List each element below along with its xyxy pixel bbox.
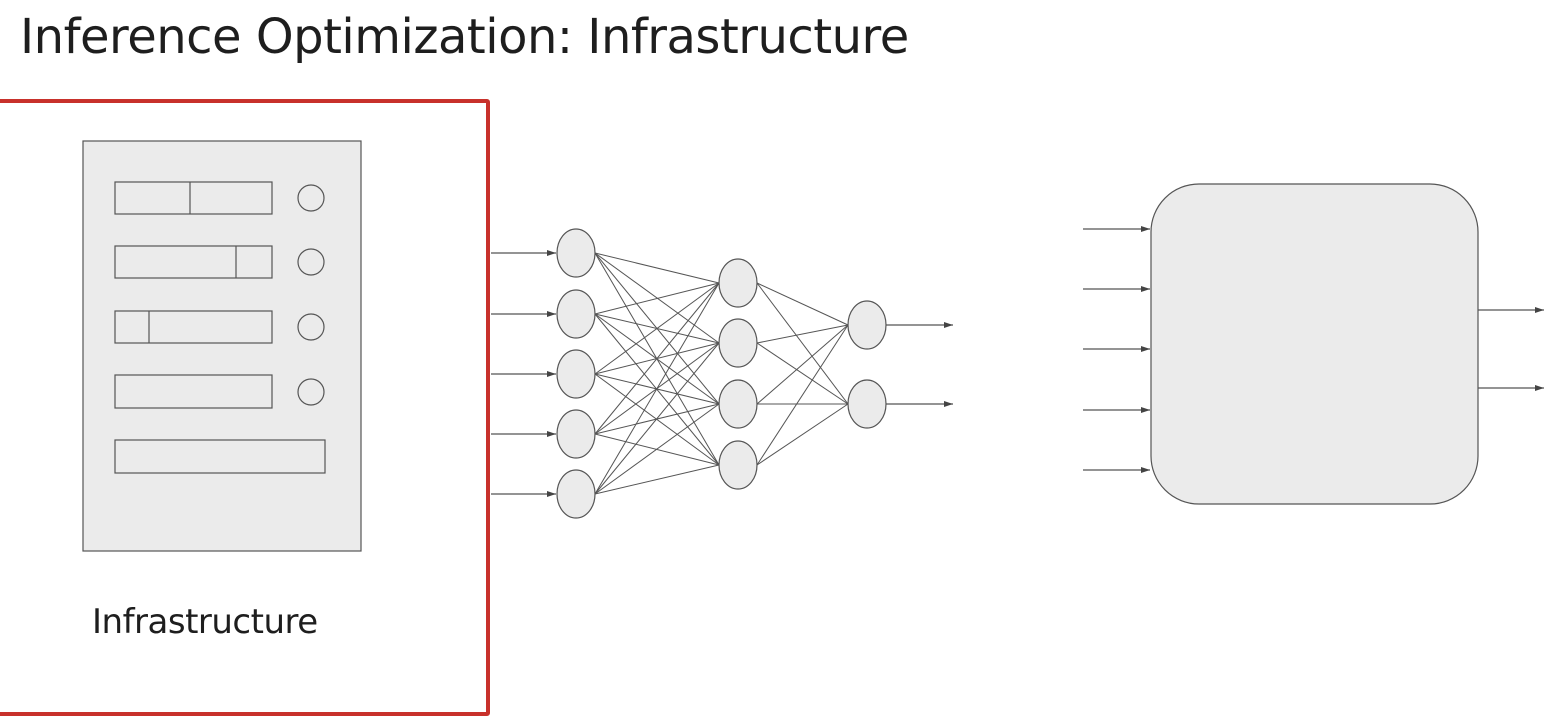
neural-network [491,228,953,519]
nn-node [556,469,596,519]
server-rack-icon [82,140,362,552]
nn-edges [594,252,849,495]
server-slot-5 [114,439,326,474]
server-light-1-icon [297,184,325,212]
nn-node [556,228,596,278]
nn-arrows [491,250,953,497]
nn-edge [594,342,720,495]
nn-node [556,349,596,399]
nn-edge [756,324,849,466]
black-box-body [1150,183,1479,505]
server-light-3-icon [297,313,325,341]
nn-edge [594,464,720,495]
nn-edge [594,282,720,495]
nn-node [556,409,596,459]
nn-edge [756,282,849,326]
nn-node [718,379,758,429]
nn-edge [756,342,849,405]
black-box-model [1083,183,1544,505]
nn-edge [756,282,849,405]
nn-node [847,379,887,429]
infrastructure-highlight-box [0,99,490,716]
nn-edge [594,282,720,435]
nn-edge [756,403,849,466]
nn-edge [594,252,720,284]
nn-edge [594,403,720,495]
nn-node [718,318,758,368]
black-box-arrows [1083,226,1544,473]
server-slot-2 [114,245,273,279]
infrastructure-label: Infrastructure [92,602,318,642]
nn-edge [594,282,720,315]
server-slot-1 [114,181,273,215]
nn-node [556,289,596,339]
nn-node [718,258,758,308]
nn-edge [594,282,720,375]
nn-edge [756,324,849,344]
server-slot-4 [114,374,273,409]
nn-node [718,440,758,490]
nn-edge [756,324,849,405]
server-light-4-icon [297,378,325,406]
nn-nodes [556,228,887,519]
slide-title: Inference Optimization: Infrastructure [20,9,909,65]
server-light-2-icon [297,248,325,276]
nn-node [847,300,887,350]
server-slot-3 [114,310,273,344]
